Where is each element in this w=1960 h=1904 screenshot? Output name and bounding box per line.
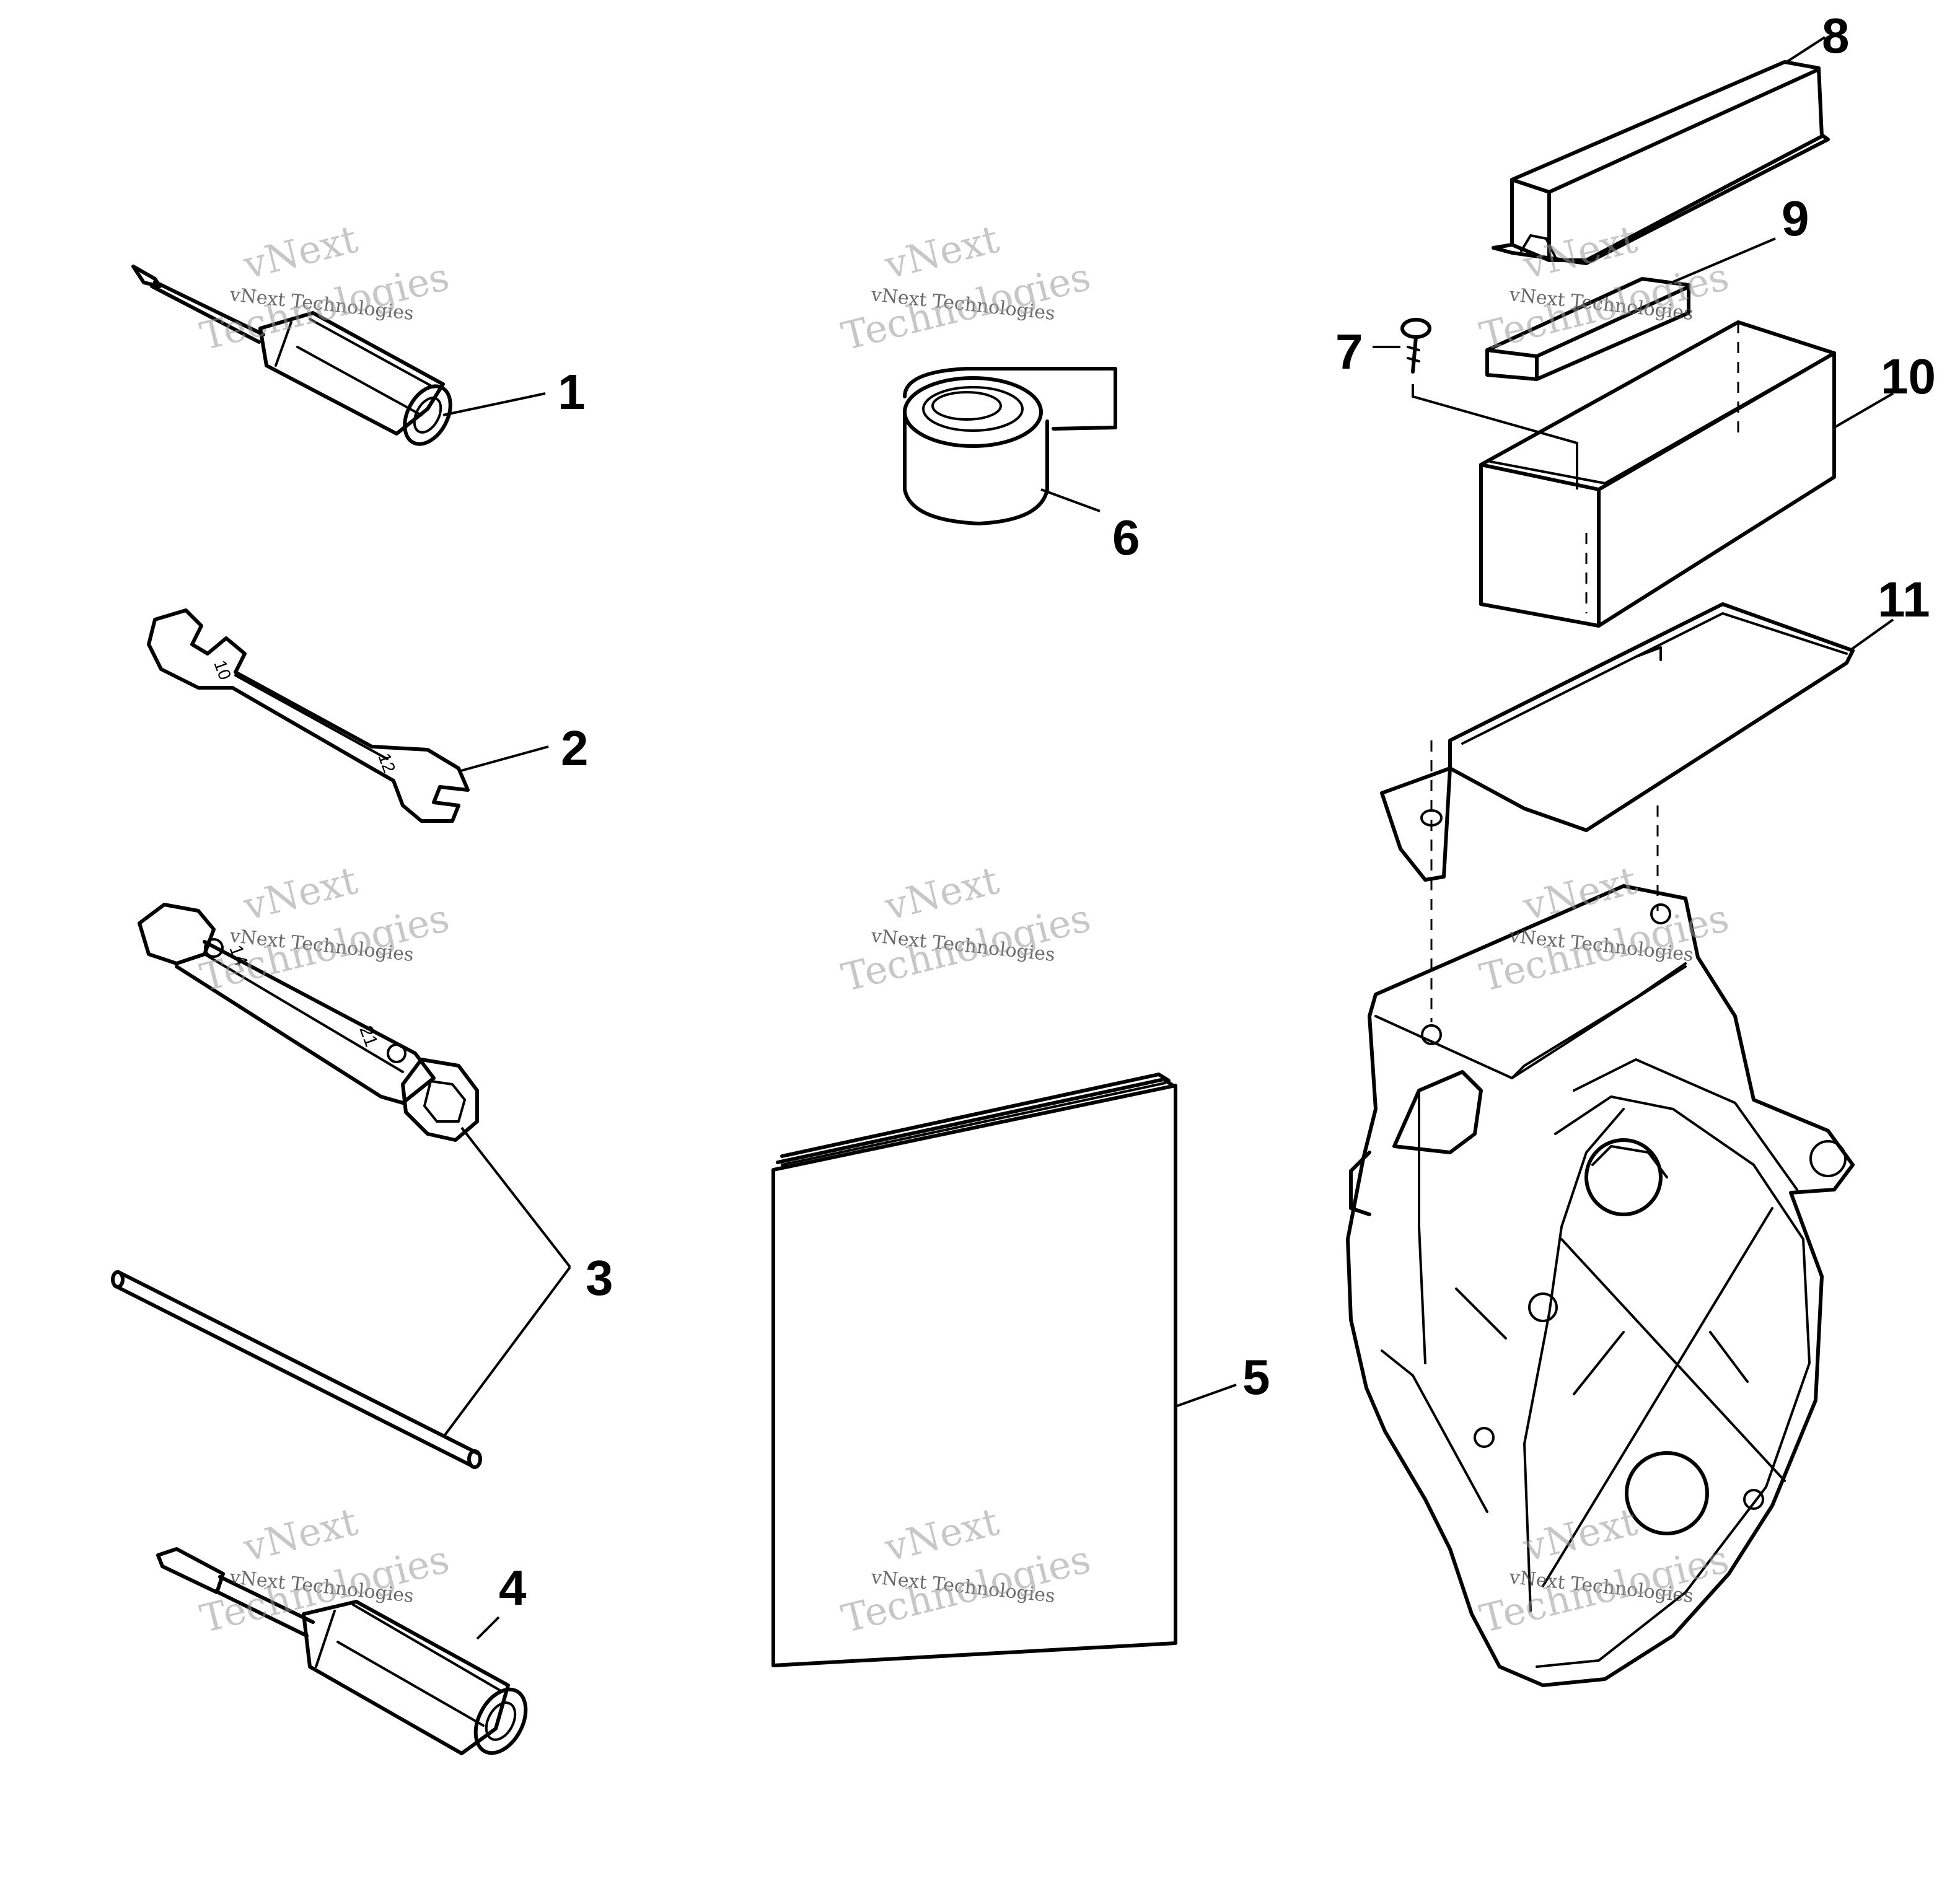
callout-7: 7 xyxy=(1335,324,1363,379)
leader-3a xyxy=(460,1126,571,1268)
watermark-line1: vNext xyxy=(1518,216,1641,288)
callout-5: 5 xyxy=(1242,1349,1270,1405)
watermark-1: vNext vNext Technologies Technologies xyxy=(196,216,454,359)
part-8-box-lid xyxy=(1492,60,1830,265)
part-11-bracket xyxy=(1380,602,1855,882)
watermark-line1: vNext xyxy=(880,216,1003,288)
watermark-line3: Technologies xyxy=(1475,253,1733,359)
watermark-6: vNext vNext Technologies Technologies xyxy=(1475,858,1733,1001)
watermark-line3: Technologies xyxy=(837,253,1095,359)
part-2-open-end-wrench: 10 12 xyxy=(147,608,470,823)
part-7-screw xyxy=(1400,318,1431,374)
callout-10: 10 xyxy=(1881,349,1936,404)
watermark-line1: vNext xyxy=(239,858,362,929)
watermark-line1: vNext xyxy=(880,858,1003,929)
callout-11: 11 xyxy=(1878,572,1930,627)
part-3-tommy-bar xyxy=(111,1270,482,1469)
part-10-tool-box xyxy=(1479,320,1836,628)
watermark-line3: Technologies xyxy=(837,895,1095,1000)
leader-2 xyxy=(458,745,549,773)
part-6-tape-roll xyxy=(903,367,1117,525)
callout-1: 1 xyxy=(558,364,586,419)
callout-8: 8 xyxy=(1822,8,1850,63)
part-4-screwdriver xyxy=(156,1547,528,1755)
watermark-line3: Technologies xyxy=(196,253,454,359)
watermark-line1: vNext xyxy=(880,1499,1003,1571)
watermark-line3: Technologies xyxy=(196,1536,454,1641)
watermark-line1: vNext xyxy=(1518,858,1641,929)
wrench-mark-10: 10 xyxy=(210,657,235,682)
leader-5 xyxy=(1175,1384,1237,1408)
callout-3: 3 xyxy=(586,1250,613,1305)
watermark-3: vNext vNext Technologies Technologies xyxy=(1475,216,1733,359)
watermark-line3: Technologies xyxy=(1475,1536,1733,1641)
leader-6 xyxy=(1040,488,1101,512)
callout-6: 6 xyxy=(1112,510,1140,565)
leader-9 xyxy=(1672,237,1776,283)
part-9-foam-pad xyxy=(1485,277,1690,381)
watermark-8: vNext vNext Technologies Technologies xyxy=(837,1499,1095,1642)
part-5-manual xyxy=(771,1073,1177,1667)
leader-4 xyxy=(476,1616,500,1640)
leader-11 xyxy=(1848,618,1894,652)
housing-cover xyxy=(1346,884,1855,1687)
leader-7b xyxy=(1412,384,1578,489)
callout-4: 4 xyxy=(499,1560,527,1615)
watermark-line1: vNext xyxy=(239,216,362,288)
watermark-2: vNext vNext Technologies Technologies xyxy=(837,216,1095,359)
callout-2: 2 xyxy=(561,721,589,776)
leader-1 xyxy=(442,392,546,416)
watermark-line1: vNext xyxy=(239,1499,362,1571)
watermark-5: vNext vNext Technologies Technologies xyxy=(837,858,1095,1001)
callout-9: 9 xyxy=(1782,191,1809,246)
leader-3b xyxy=(442,1266,571,1439)
watermark-line1: vNext xyxy=(1518,1499,1641,1571)
leader-8 xyxy=(1783,36,1826,64)
leader-10 xyxy=(1833,392,1894,429)
watermark-7: vNext vNext Technologies Technologies xyxy=(196,1499,454,1642)
watermark-line3: Technologies xyxy=(837,1536,1095,1641)
watermark-line3: Technologies xyxy=(1475,895,1733,1000)
watermark-4: vNext vNext Technologies Technologies xyxy=(196,858,454,1001)
part-1-screwdriver xyxy=(131,265,452,446)
watermark-line3: Technologies xyxy=(196,895,454,1000)
